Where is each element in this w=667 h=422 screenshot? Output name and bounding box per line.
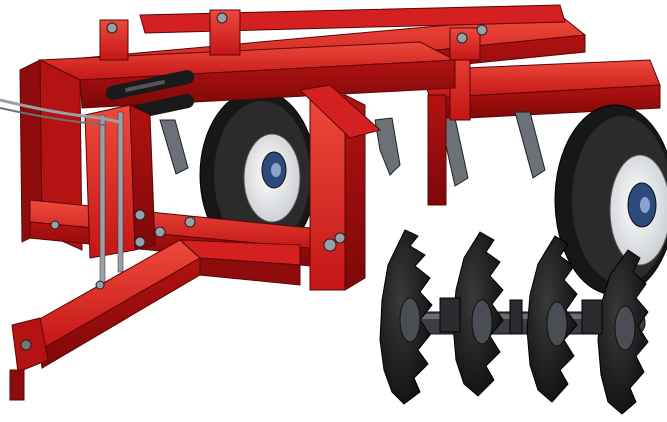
hitch-mast (84, 104, 156, 286)
frame-bolts (50, 12, 488, 252)
hydraulic-hose (0, 98, 121, 126)
disc-gang (379, 229, 649, 415)
center-wheel (199, 89, 317, 261)
right-wheel (554, 104, 667, 296)
drawbar (9, 216, 301, 401)
